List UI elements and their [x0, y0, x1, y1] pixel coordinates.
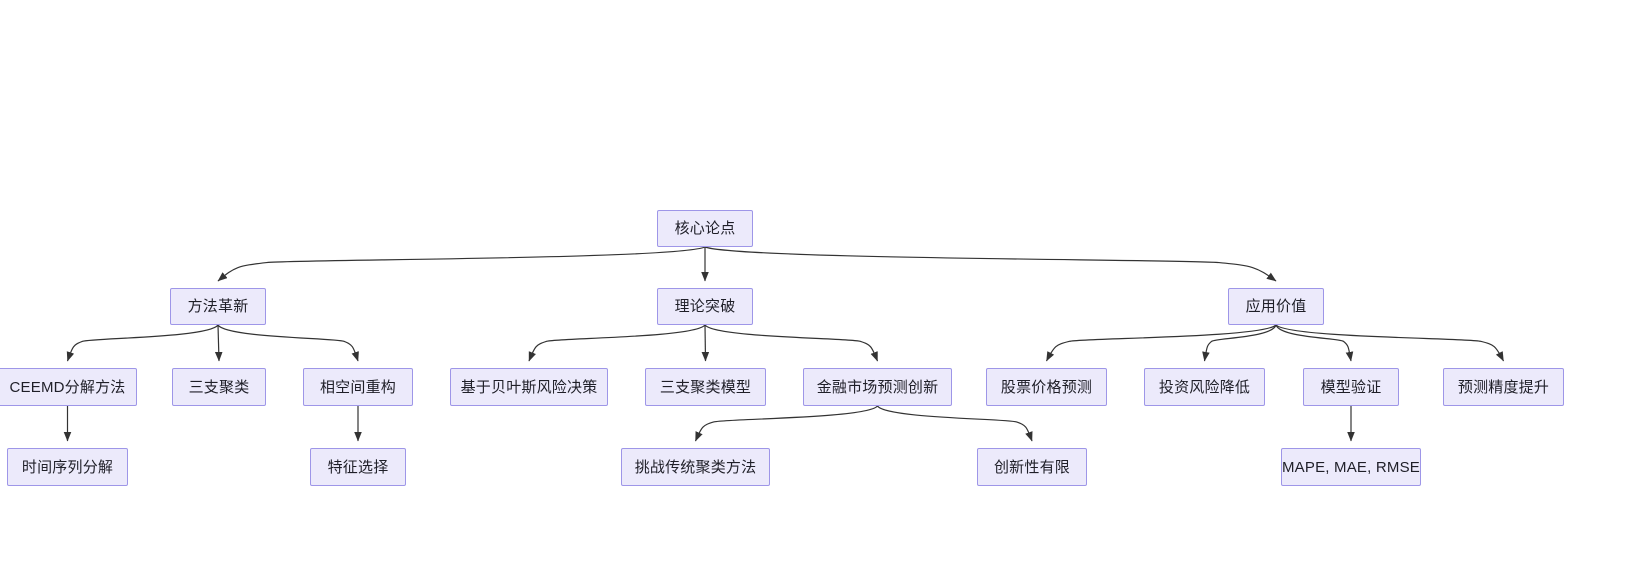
- flowchart-node-label: 相空间重构: [319, 378, 396, 396]
- flowchart-edge-l3f-to-l4c: [694, 405, 878, 442]
- flowchart-edge-l2c-to-l3j: [1275, 324, 1505, 362]
- flowchart-node-l4e[interactable]: MAPE, MAE, RMSE: [1281, 448, 1421, 486]
- flowchart-node-l3d[interactable]: 基于贝叶斯风险决策: [450, 368, 608, 406]
- flowchart-edge-l2c-to-l3i: [1275, 324, 1354, 362]
- flowchart-node-label: 三支聚类模型: [659, 378, 752, 396]
- flowchart-node-l2b[interactable]: 理论突破: [657, 288, 753, 325]
- flowchart-node-l2c[interactable]: 应用价值: [1228, 288, 1324, 325]
- flowchart-node-label: 挑战传统聚类方法: [634, 458, 757, 476]
- flowchart-edge-l3f-to-l4d: [877, 405, 1033, 442]
- flowchart-node-root[interactable]: 核心论点: [657, 210, 753, 247]
- flowchart-node-label: 金融市场预测创新: [816, 378, 939, 396]
- flowchart-node-label: 特征选择: [327, 458, 389, 476]
- flowchart-edge-l2a-to-l3c: [217, 324, 359, 362]
- flowchart-node-label: MAPE, MAE, RMSE: [1281, 458, 1421, 476]
- flowchart-node-label: 方法革新: [187, 298, 249, 315]
- flowchart-node-l3b[interactable]: 三支聚类: [172, 368, 266, 406]
- flowchart-node-label: CEEMD分解方法: [9, 378, 126, 396]
- flowchart-node-label: 预测精度提升: [1457, 378, 1550, 396]
- flowchart-edge-root-to-l2c: [704, 246, 1277, 282]
- flowchart-node-label: 理论突破: [674, 298, 736, 315]
- flowchart-node-l3f[interactable]: 金融市场预测创新: [803, 368, 952, 406]
- flowchart-node-l3e[interactable]: 三支聚类模型: [645, 368, 766, 406]
- flowchart-edge-l2c-to-l3g: [1045, 324, 1277, 362]
- flowchart-edge-root-to-l2a: [217, 246, 706, 282]
- flowchart-node-l3h[interactable]: 投资风险降低: [1144, 368, 1265, 406]
- flowchart-node-label: 模型验证: [1320, 378, 1382, 396]
- flowchart-node-l3c[interactable]: 相空间重构: [303, 368, 413, 406]
- flowchart-edge-l2b-to-l3e: [701, 324, 710, 362]
- flowchart-node-label: 股票价格预测: [1000, 378, 1093, 396]
- flowchart-node-label: 核心论点: [674, 220, 736, 237]
- flowchart-edge-l2b-to-l3d: [528, 324, 706, 362]
- flowchart-edge-l2b-to-l3f: [704, 324, 879, 362]
- flowchart-node-label: 三支聚类: [188, 378, 250, 396]
- flowchart-node-label: 时间序列分解: [21, 458, 114, 476]
- flowchart-node-l3j[interactable]: 预测精度提升: [1443, 368, 1564, 406]
- flowchart-edge-l2a-to-l3a: [66, 324, 219, 362]
- flowchart-node-l4c[interactable]: 挑战传统聚类方法: [621, 448, 770, 486]
- flowchart-node-l3i[interactable]: 模型验证: [1303, 368, 1399, 406]
- flowchart-edge-l2a-to-l3b: [214, 324, 223, 362]
- flowchart-node-label: 创新性有限: [993, 458, 1070, 476]
- flowchart-node-l2a[interactable]: 方法革新: [170, 288, 266, 325]
- flowchart-node-label: 应用价值: [1245, 298, 1307, 315]
- flowchart-node-l4b[interactable]: 特征选择: [310, 448, 406, 486]
- flowchart-node-l4d[interactable]: 创新性有限: [977, 448, 1087, 486]
- flowchart-node-l3g[interactable]: 股票价格预测: [986, 368, 1107, 406]
- flowchart-node-label: 基于贝叶斯风险决策: [460, 378, 598, 396]
- flowchart-node-label: 投资风险降低: [1158, 378, 1251, 396]
- flowchart-node-l3a[interactable]: CEEMD分解方法: [0, 368, 137, 406]
- flowchart-node-l4a[interactable]: 时间序列分解: [7, 448, 128, 486]
- flowchart-edge-l2c-to-l3h: [1202, 324, 1277, 362]
